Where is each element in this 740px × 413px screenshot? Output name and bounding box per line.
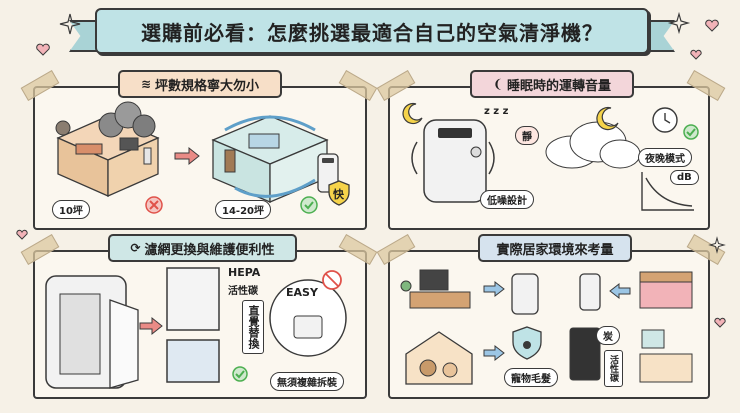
purifier-open-illustration (45, 275, 139, 389)
heart-icon (690, 49, 702, 60)
decibel-label: dB (670, 170, 699, 185)
check-icon (683, 124, 699, 140)
arrow-right-icon (139, 316, 163, 336)
arrow-right-icon (483, 280, 505, 298)
charcoal-badge: 炭 (596, 326, 620, 345)
filter-illustration (166, 267, 220, 383)
large-room-label: 14-20坪 (215, 200, 271, 219)
arrow-right-icon (483, 344, 505, 362)
hepa-label: HEPA (228, 266, 261, 279)
air-purifier-large (423, 119, 487, 203)
page-title: 選購前必看：怎麼挑選最適合自己的空氣清淨機？ (141, 21, 603, 45)
kitchen-illustration (639, 329, 693, 383)
carbon-label: 活性碳 (228, 286, 258, 297)
wind-icon: ≋ (140, 77, 152, 91)
zzz-text: z z z (484, 106, 509, 117)
check-icon (232, 366, 248, 382)
air-purifier-icon (317, 153, 339, 193)
no-tools-label: 無須複雜拆裝 (270, 372, 344, 391)
low-noise-label: 低噪設計 (480, 190, 534, 209)
easy-label: EASY (286, 286, 318, 299)
living-room-illustration (400, 269, 471, 309)
pet-hair-label: 寵物毛髮 (504, 368, 558, 387)
air-purifier-icon (579, 273, 601, 311)
moon-icon (596, 106, 619, 131)
large-room-illustration (211, 115, 329, 203)
night-mode-label: 夜晚模式 (638, 148, 692, 167)
cross-icon (145, 196, 163, 214)
decibel-chart-icon (641, 172, 694, 211)
heart-icon (714, 317, 726, 328)
quiet-badge: 靜 (515, 126, 539, 145)
refresh-icon: ⟳ (130, 241, 141, 255)
panel-title-size: ≋ 坪數規格寧大勿小 (118, 70, 282, 98)
heart-icon (705, 19, 719, 32)
arrow-right-icon (174, 146, 200, 166)
alarm-clock-icon (652, 107, 678, 133)
cloud-illustration (545, 121, 641, 169)
air-purifier-icon (511, 273, 539, 315)
arrow-left-icon (609, 282, 631, 300)
no-tools-icon (322, 270, 342, 290)
small-room-label: 10坪 (52, 200, 90, 219)
shield-icon (328, 180, 350, 206)
sparkle-icon (708, 236, 726, 254)
dust-icon (55, 120, 71, 136)
smoke-cloud (98, 101, 156, 138)
heart-icon (16, 229, 28, 240)
moon-icon (402, 102, 423, 125)
paw-shield-icon (512, 326, 542, 360)
title-banner: 選購前必看：怎麼挑選最適合自己的空氣清淨機？ (69, 8, 675, 54)
panel-title-home: 實際居家環境來考量 (478, 234, 632, 262)
carbon-label-home: 活性碳 (604, 350, 623, 387)
bedroom-illustration (639, 271, 693, 309)
sparkle-icon (59, 13, 81, 35)
direct-replace-label: 直覺替換 (242, 300, 264, 354)
pet-house-illustration (405, 331, 473, 385)
easy-circle (269, 279, 347, 357)
fast-badge: 快 (333, 188, 344, 201)
sound-waves (411, 141, 495, 175)
ear-icon: ❨ (492, 77, 504, 91)
heart-icon (36, 43, 50, 56)
sparkle-icon (667, 11, 691, 35)
panel-title-noise: ❨ 睡眠時的運轉音量 (470, 70, 634, 98)
panel-title-filter: ⟳ 濾網更換與維護便利性 (108, 234, 297, 262)
charcoal-purifier-icon (569, 327, 601, 381)
check-icon (300, 196, 318, 214)
